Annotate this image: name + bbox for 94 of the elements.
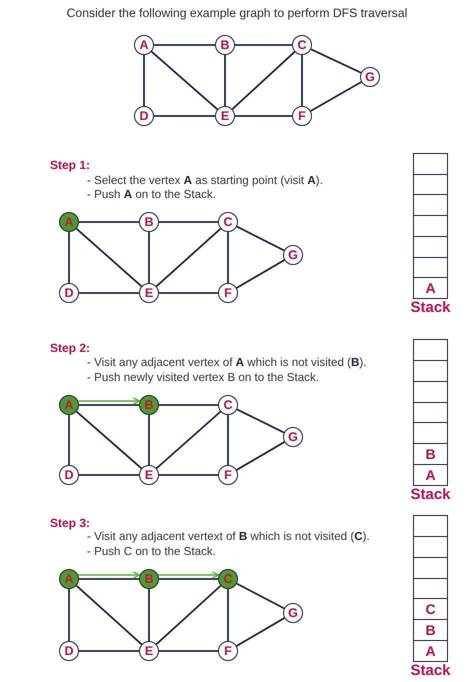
edge-line [156,410,222,470]
vertex-circle: D [59,465,79,485]
edge-line [227,232,229,283]
edge-line [235,44,292,46]
edge-line [143,55,145,106]
edge-line [79,650,139,652]
edge-line [148,589,150,641]
vertex-circle: A [59,395,79,415]
vertex-circle: B [215,35,235,55]
vertex-circle: C [218,569,238,589]
edge-line [68,415,70,465]
vertex-circle: E [139,283,159,303]
step-instruction: - Push A on to the Stack. [87,188,216,202]
vertex-circle: G [283,245,303,265]
step-instruction: - Push newly visited vertex B on to the Stack. [87,371,319,385]
vertex-circle: A [59,569,79,589]
edge-line [79,292,139,294]
edge-line [159,650,218,652]
stack-cell: B [414,620,447,642]
vertex-circle: B [139,212,159,232]
step-heading: Step 3: [50,516,90,530]
edge-line [154,115,215,117]
edge-line [301,55,303,106]
step-instruction: - Push C on to the Stack. [87,545,216,559]
edge-line [148,232,150,283]
vertex-circle: G [283,427,303,447]
vertex-circle: E [215,106,235,126]
edge-line [154,44,215,46]
edge-line [156,228,222,287]
edge-line [76,410,142,470]
edge-line [76,585,142,645]
edge-line [159,474,218,476]
stack-cell: A [414,465,447,486]
vertex-circle: B [139,569,159,589]
edge-line [159,221,218,223]
edge-line [79,578,139,580]
edge-line [150,50,218,110]
stack-label: Stack [410,662,451,679]
vertex-circle: G [360,67,380,87]
vertex-circle: F [218,283,238,303]
edge-line [236,408,284,434]
stack-cell: A [414,641,447,662]
edge-line [310,81,362,112]
edge-line [68,589,70,641]
vertex-circle: C [218,212,238,232]
edge-line [235,115,292,117]
vertex-circle: D [134,106,154,126]
edge-line [68,232,70,283]
edge-line [79,404,139,406]
vertex-circle: D [59,283,79,303]
vertex-circle: G [283,603,303,623]
arrow [78,571,140,579]
edge-line [148,415,150,465]
edge-line [236,441,285,471]
stack-label: Stack [410,299,451,316]
edge-line [236,226,284,252]
step-instruction: - Select the vertex A as starting point (visit A). [87,174,323,188]
step-instruction: - Visit any adjacent vertext of B which is not visited (C). [87,530,370,544]
edge-line [159,404,218,406]
vertex-circle: E [139,641,159,661]
vertex-circle: C [292,35,312,55]
step-heading: Step 2: [50,341,90,355]
step-instruction: - Visit any adjacent vertex of A which is not visited (B). [87,356,366,370]
vertex-circle: F [292,106,312,126]
edge-line [236,617,285,647]
edge-line [236,259,285,289]
edge-line [310,48,362,74]
edge-line [76,228,142,288]
vertex-circle: E [139,465,159,485]
step-heading: Step 1: [50,158,90,172]
edge-line [79,474,139,476]
vertex-circle: A [59,212,79,232]
stack-cell: C [414,599,447,620]
stack-cell: B [414,444,447,466]
arrow [78,397,140,405]
edge-line [159,578,218,580]
stack-cell: A [414,278,447,298]
vertex-circle: F [218,641,238,661]
edge-line [232,51,296,110]
arrow [158,571,220,579]
vertex-circle: B [139,395,159,415]
vertex-circle: F [218,465,238,485]
vertex-circle: D [59,641,79,661]
edge-line [227,415,229,465]
vertex-circle: C [218,395,238,415]
edge-line [227,589,229,641]
edge-line [159,292,218,294]
title: Consider the following example graph to perform DFS traversal [66,5,408,21]
stack-label: Stack [410,486,451,503]
edge-line [79,221,139,223]
edge-line [224,55,226,106]
vertex-circle: A [134,35,154,55]
edge-line [236,582,285,610]
edge-line [156,585,222,645]
